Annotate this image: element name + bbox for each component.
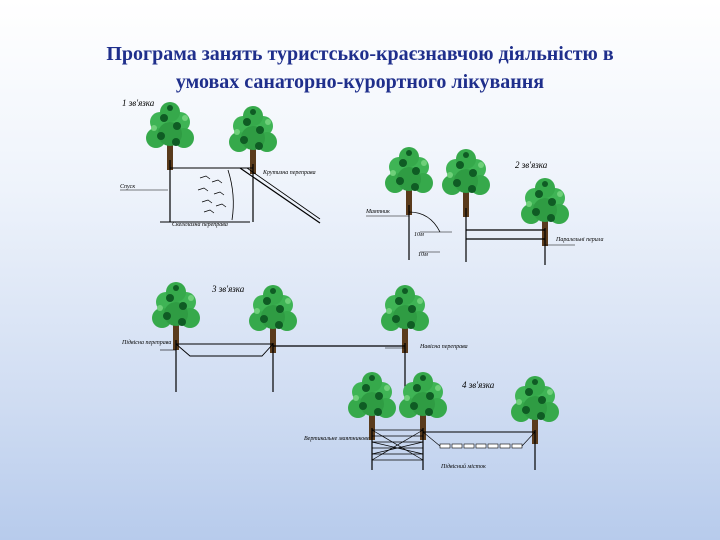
bridge-planks bbox=[439, 443, 523, 449]
stage-1: 1 зв'язка Крутизна переправа Спуск Скеле… bbox=[120, 98, 321, 228]
stage-1-left-label: Спуск bbox=[120, 184, 135, 190]
stage-2-right-label: Паралельні перила bbox=[555, 237, 603, 243]
rope-net bbox=[371, 429, 424, 461]
tree-icon bbox=[146, 102, 194, 170]
tree-icon bbox=[385, 147, 433, 215]
stage-4: 4 зв'язка bbox=[304, 372, 559, 470]
stage-2-left-label: Маятник bbox=[365, 209, 390, 215]
title-line-2: умовах санаторно-курортного лікування bbox=[175, 71, 545, 93]
title-line-1: Програма занять туристсько-краєзнавчою д… bbox=[106, 43, 614, 65]
tree-icon bbox=[229, 106, 277, 174]
stage-4-bottom-label: Підвісний місток bbox=[440, 463, 486, 470]
stage-3-right-label: Навісна переправа bbox=[419, 344, 468, 350]
stage-1-heading: 1 зв'язка bbox=[122, 98, 155, 108]
stage-4-left-label: Вертикальне маятникове bbox=[304, 436, 370, 442]
stage-2-heading: 2 зв'язка bbox=[515, 160, 548, 170]
stage-3-heading: 3 зв'язка bbox=[211, 284, 245, 294]
stage-2-mark-1: 10м bbox=[414, 232, 424, 238]
stage-2: 2 зв'язка 10м 10м Маятник Паралельні пер… bbox=[365, 147, 603, 265]
slide-title: Програма занять туристсько-краєзнавчою д… bbox=[40, 40, 680, 96]
stage-4-heading: 4 зв'язка bbox=[462, 380, 495, 390]
stage-3-left-label: Підвісна переправа bbox=[121, 339, 171, 346]
climbing-holds bbox=[197, 175, 227, 214]
tree-icon bbox=[249, 285, 297, 353]
tree-icon bbox=[381, 285, 429, 353]
stage-1-bottom-label: Скелелазна переправа bbox=[172, 222, 228, 228]
stage-2-mark-2: 10м bbox=[418, 252, 428, 258]
stage-1-slope-label: Крутизна переправа bbox=[262, 170, 316, 176]
tree-icon bbox=[442, 149, 490, 217]
stage-3: 3 зв'язка Підвісна переправа Навісна пер… bbox=[121, 282, 468, 392]
